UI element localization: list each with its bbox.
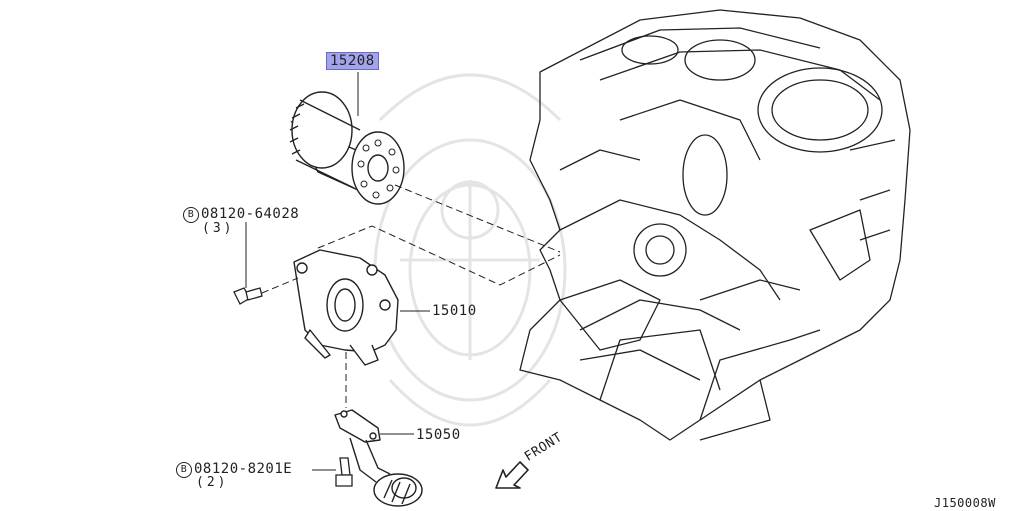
bolt-number: 08120-64028 <box>201 206 300 222</box>
front-arrow-icon <box>495 461 529 489</box>
diagram-id: J150008W <box>934 496 996 510</box>
b-symbol-icon: B <box>183 207 199 223</box>
b-symbol-icon: B <box>176 462 192 478</box>
assembly-lines <box>261 184 561 408</box>
bolt-number: 08120-8201E <box>194 461 293 477</box>
part-number: 15208 <box>330 53 375 69</box>
oil-filter <box>289 91 405 205</box>
part-label-15050[interactable]: 15050 <box>416 427 461 443</box>
part-label-15010[interactable]: 15010 <box>432 303 477 319</box>
engine-block <box>519 9 911 441</box>
highlight-box: 15208 <box>326 52 379 70</box>
part-label-15208[interactable]: 15208 <box>326 52 379 70</box>
oil-strainer <box>334 409 423 507</box>
bolt-quantity-lower: (2) <box>196 475 229 490</box>
leader-lines <box>245 72 430 471</box>
bolt-lower <box>335 457 353 487</box>
bolt-quantity-upper: (3) <box>202 221 235 236</box>
watermark-emblem <box>373 73 567 427</box>
bolt-upper <box>233 287 263 305</box>
oil-pump <box>293 249 399 366</box>
